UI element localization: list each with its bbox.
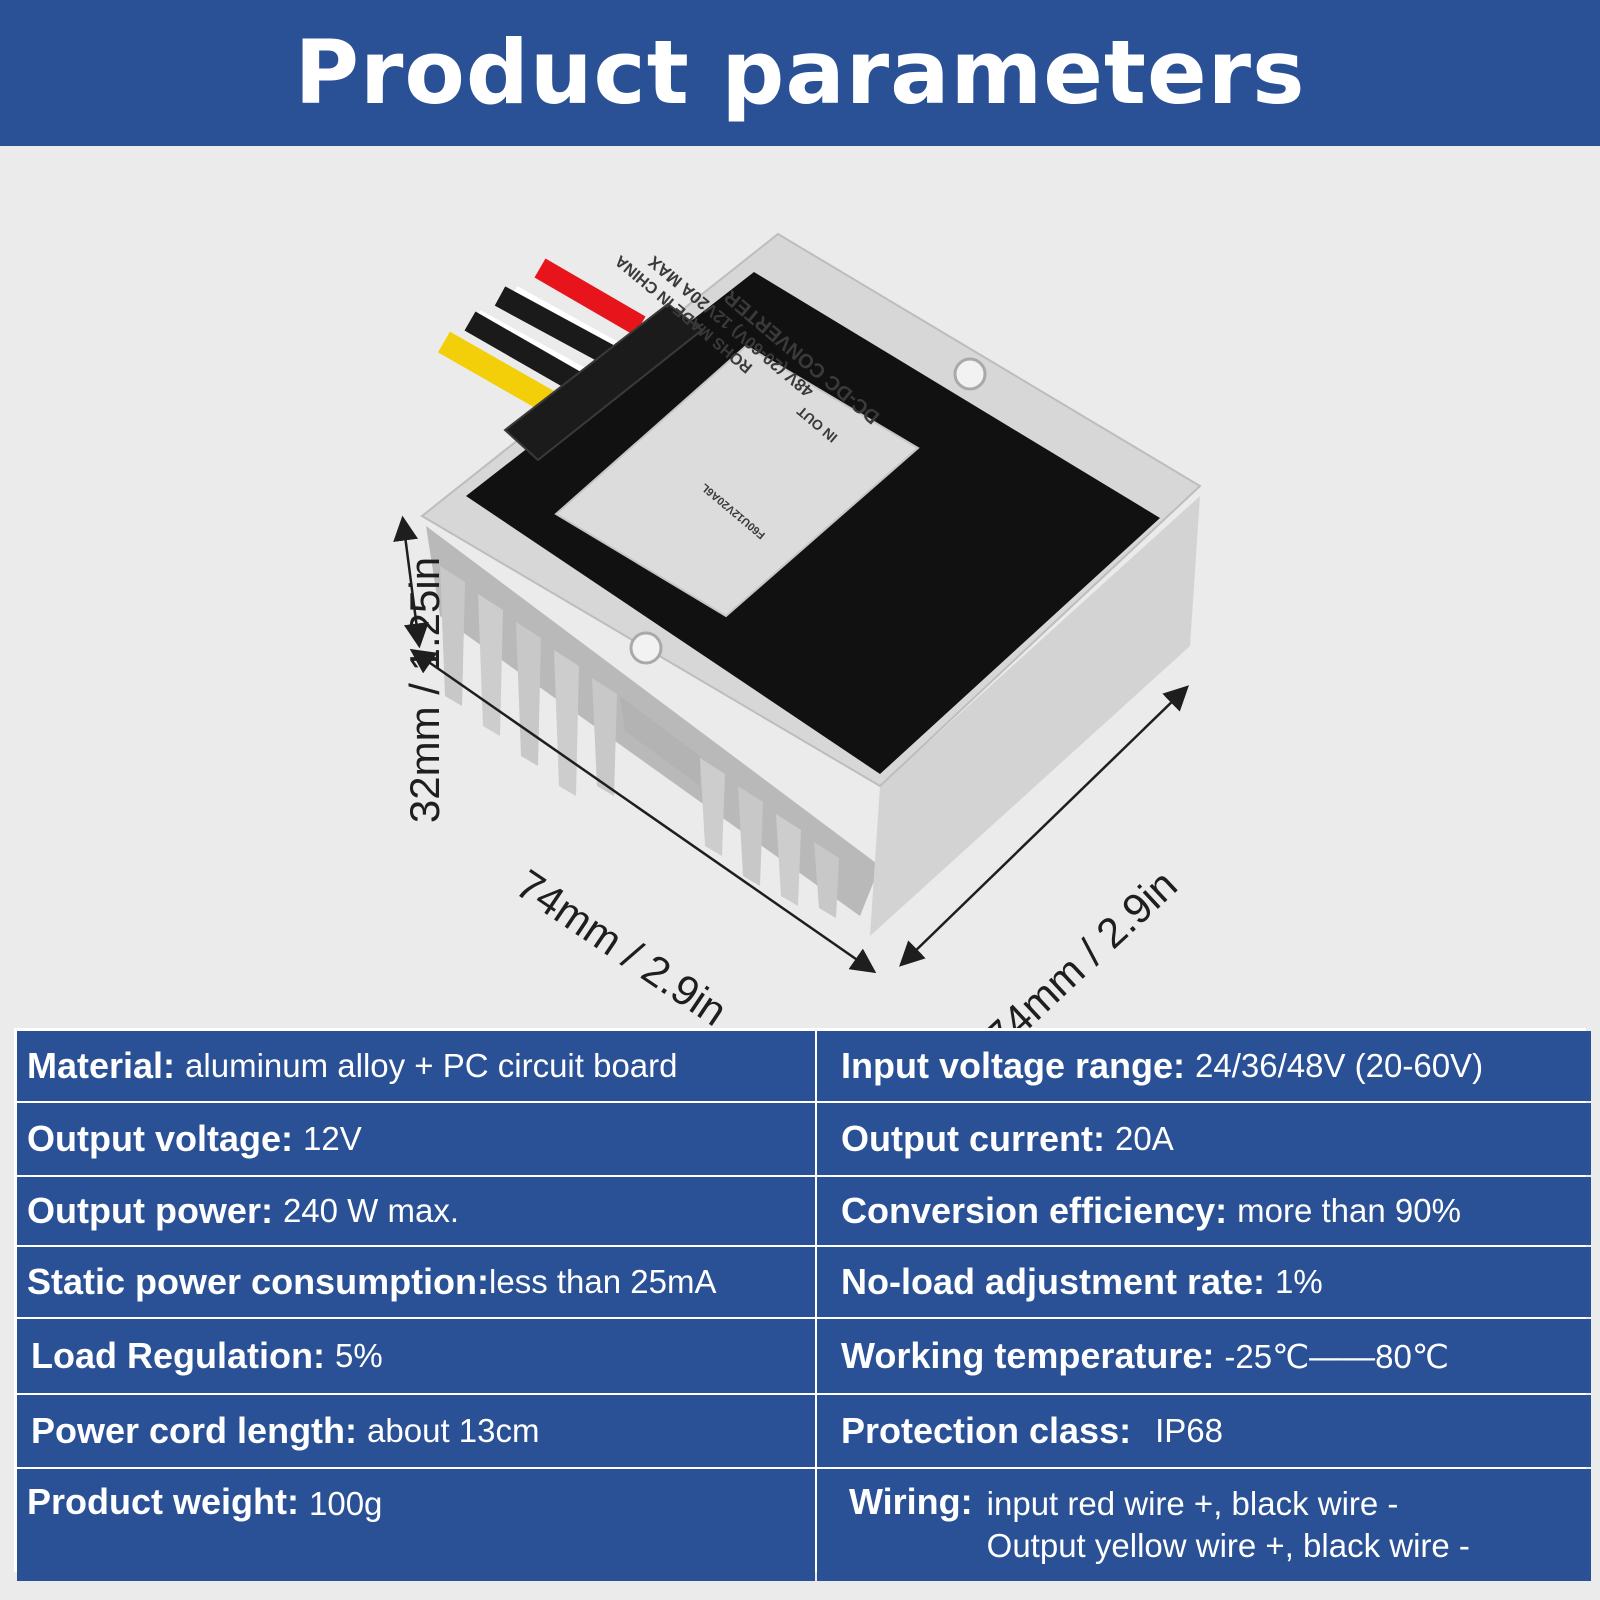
spec-power-cord-length: Power cord length:about 13cm bbox=[17, 1395, 815, 1467]
spec-conversion-efficiency: Conversion efficiency:more than 90% bbox=[817, 1177, 1591, 1245]
wire-bundle bbox=[438, 258, 646, 425]
wiring-description: input red wire +, black wire - Output ye… bbox=[986, 1485, 1470, 1564]
wire-connector-block bbox=[503, 302, 704, 462]
dimension-arrows bbox=[393, 515, 1189, 974]
wire-black-1 bbox=[494, 286, 626, 371]
spec-output-power: Output power:240 W max. bbox=[17, 1177, 815, 1245]
height-arrow bbox=[393, 515, 429, 649]
spec-protection-class: Protection class:IP68 bbox=[817, 1395, 1591, 1467]
spec-wiring: Wiring: input red wire +, black wire - O… bbox=[817, 1469, 1591, 1581]
spec-static-power: Static power consumption:less than 25mA bbox=[17, 1247, 815, 1317]
spec-output-voltage: Output voltage:12V bbox=[17, 1103, 815, 1175]
spec-product-weight: Product weight:100g bbox=[17, 1469, 815, 1581]
spec-working-temperature: Working temperature:-25℃——80℃ bbox=[817, 1319, 1591, 1393]
wire-red bbox=[534, 258, 646, 336]
front-width-arrow bbox=[409, 648, 877, 974]
spec-no-load-adjustment: No-load adjustment rate:1% bbox=[817, 1247, 1591, 1317]
spec-material: Material:aluminum alloy + PC circuit boa… bbox=[17, 1031, 815, 1101]
spec-input-voltage: Input voltage range:24/36/48V (20-60V) bbox=[817, 1031, 1591, 1101]
side-depth-arrow bbox=[899, 685, 1189, 967]
product-illustration: DC-DC CONVERTER IN OUT 48V (20-60V) 12V2… bbox=[0, 146, 1600, 1061]
height-dimension-label: 32mm / 1.25in bbox=[401, 556, 449, 824]
header-banner: Product parameters bbox=[0, 0, 1600, 146]
spec-load-regulation: Load Regulation:5% bbox=[17, 1319, 815, 1393]
spec-table: Material:aluminum alloy + PC circuit boa… bbox=[14, 1028, 1591, 1581]
spec-output-current: Output current:20A bbox=[817, 1103, 1591, 1175]
mount-hole-1 bbox=[953, 357, 987, 391]
page-title: Product parameters bbox=[294, 21, 1306, 124]
product-label-sticker bbox=[554, 344, 920, 618]
